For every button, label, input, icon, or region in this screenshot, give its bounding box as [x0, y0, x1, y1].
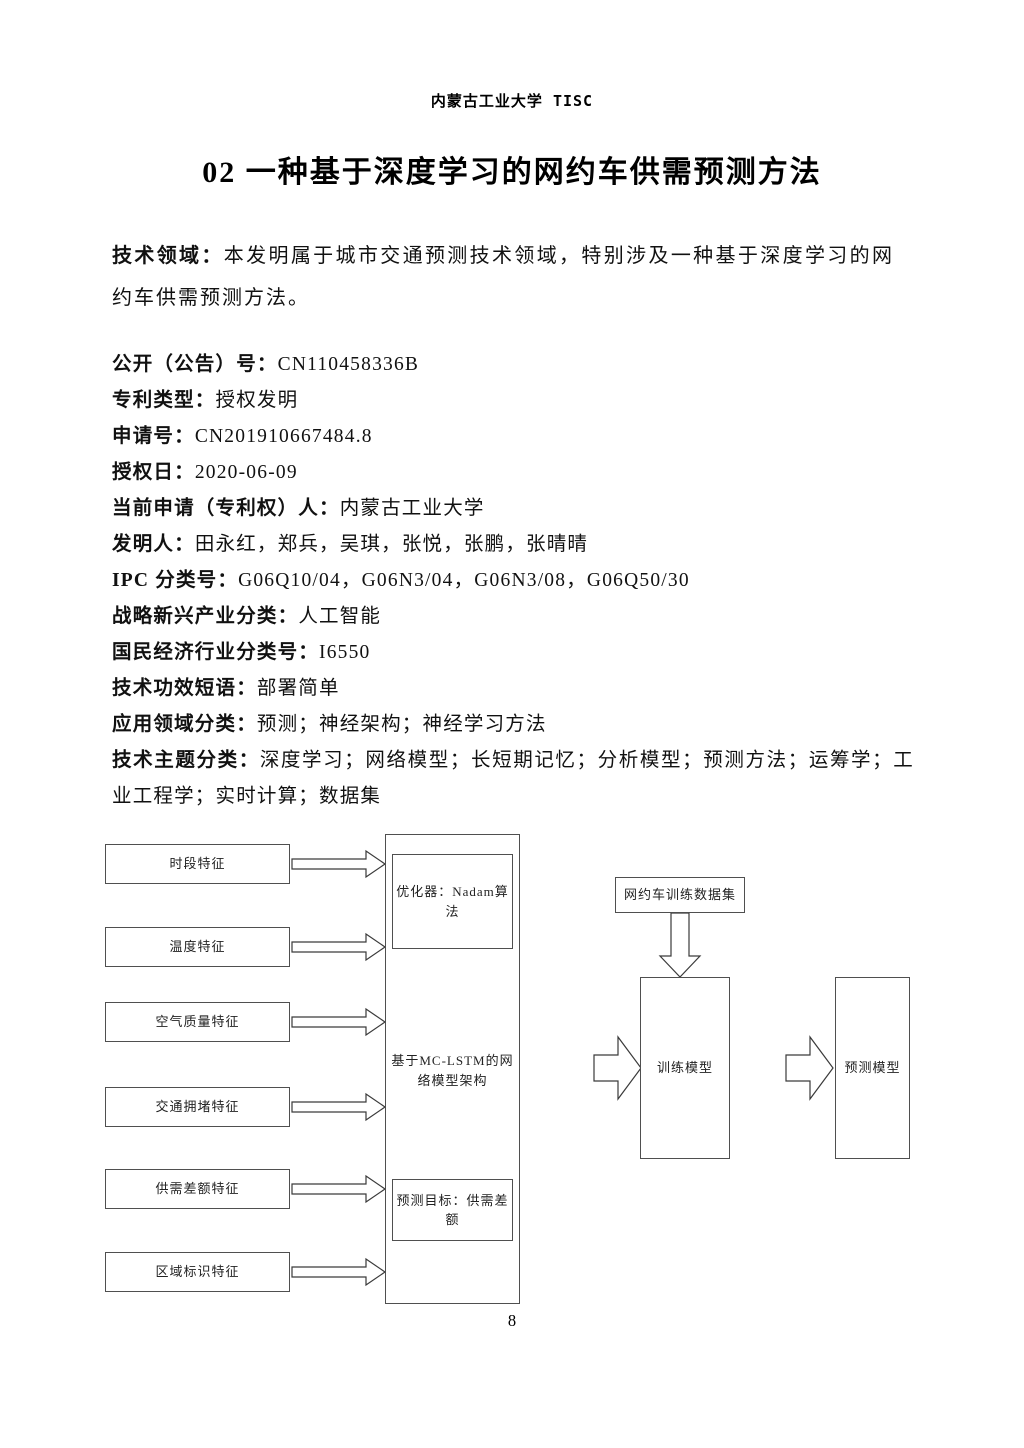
- input-feature-box-time: 时段特征: [105, 844, 290, 884]
- input-arrow-icon-4: [291, 1174, 387, 1204]
- input-feature-box-temperature: 温度特征: [105, 927, 290, 967]
- diagram-arrows: [291, 849, 834, 1287]
- input-arrow-icon-0: [291, 849, 387, 879]
- flow-diagram: 时段特征 温度特征 空气质量特征 交通拥堵特征 供需差额特征 区域标识特征 优化…: [0, 829, 1024, 1307]
- predict-model-box: 预测模型: [835, 977, 910, 1159]
- input-arrow-icon-1: [291, 932, 387, 962]
- field-technical-effect: 技术功效短语：部署简单: [112, 678, 340, 699]
- network-to-train-arrow-icon: [593, 1035, 642, 1101]
- field-application-number: 申请号：CN201910667484.8: [112, 426, 373, 447]
- input-feature-box-traffic-congestion: 交通拥堵特征: [105, 1087, 290, 1127]
- page-title: 02 一种基于深度学习的网约车供需预测方法: [202, 156, 822, 189]
- page-number: 8: [507, 1311, 517, 1330]
- patent-fields: 公开（公告）号：CN110458336B 专利类型：授权发明 申请号：CN201…: [112, 347, 914, 815]
- field-application-domain: 应用领域分类：预测；神经架构；神经学习方法: [112, 714, 547, 735]
- field-technical-topics: 技术主题分类：深度学习；网络模型；长短期记忆；分析模型；预测方法；运筹学；工业工…: [112, 750, 914, 807]
- document-page: 内蒙古工业大学 TISC 02 一种基于深度学习的网约车供需预测方法 技术领域：…: [0, 92, 1024, 1330]
- field-grant-date: 授权日：2020-06-09: [112, 462, 298, 483]
- document-body: 技术领域：本发明属于城市交通预测技术领域，特别涉及一种基于深度学习的网约车供需预…: [112, 235, 914, 815]
- field-strategic-industry: 战略新兴产业分类：人工智能: [112, 606, 382, 627]
- input-arrow-icon-2: [291, 1007, 387, 1037]
- field-inventors: 发明人：田永红，郑兵，吴琪，张悦，张鹏，张晴晴: [112, 534, 589, 555]
- tech-field-text: 本发明属于城市交通预测技术领域，特别涉及一种基于深度学习的网约车供需预测方法。: [112, 245, 895, 309]
- training-dataset-box: 网约车训练数据集: [615, 877, 745, 913]
- input-feature-box-supply-demand-gap: 供需差额特征: [105, 1169, 290, 1209]
- field-publication-number: 公开（公告）号：CN110458336B: [112, 354, 420, 375]
- input-arrow-icon-5: [291, 1257, 387, 1287]
- tech-field-label: 技术领域：: [112, 245, 224, 267]
- field-patent-type: 专利类型：授权发明: [112, 390, 299, 411]
- network-architecture-label: 基于MC-LSTM的网络模型架构: [391, 1053, 514, 1088]
- input-feature-box-region-id: 区域标识特征: [105, 1252, 290, 1292]
- tech-field-paragraph: 技术领域：本发明属于城市交通预测技术领域，特别涉及一种基于深度学习的网约车供需预…: [112, 235, 914, 319]
- document-header: 内蒙古工业大学 TISC: [430, 92, 594, 110]
- field-ipc-classification: IPC 分类号：G06Q10/04，G06N3/04，G06N3/08，G06Q…: [112, 570, 690, 591]
- prediction-target-box: 预测目标：供需差额: [392, 1179, 513, 1241]
- input-arrow-icon-3: [291, 1092, 387, 1122]
- train-model-box: 训练模型: [640, 977, 730, 1159]
- optimizer-box: 优化器：Nadam算法: [392, 854, 513, 949]
- input-feature-box-air-quality: 空气质量特征: [105, 1002, 290, 1042]
- field-current-assignee: 当前申请（专利权）人：内蒙古工业大学: [112, 498, 485, 519]
- train-to-predict-arrow-icon: [785, 1035, 834, 1101]
- dataset-down-arrow-icon: [658, 912, 702, 978]
- field-economic-industry-code: 国民经济行业分类号：I6550: [112, 642, 371, 663]
